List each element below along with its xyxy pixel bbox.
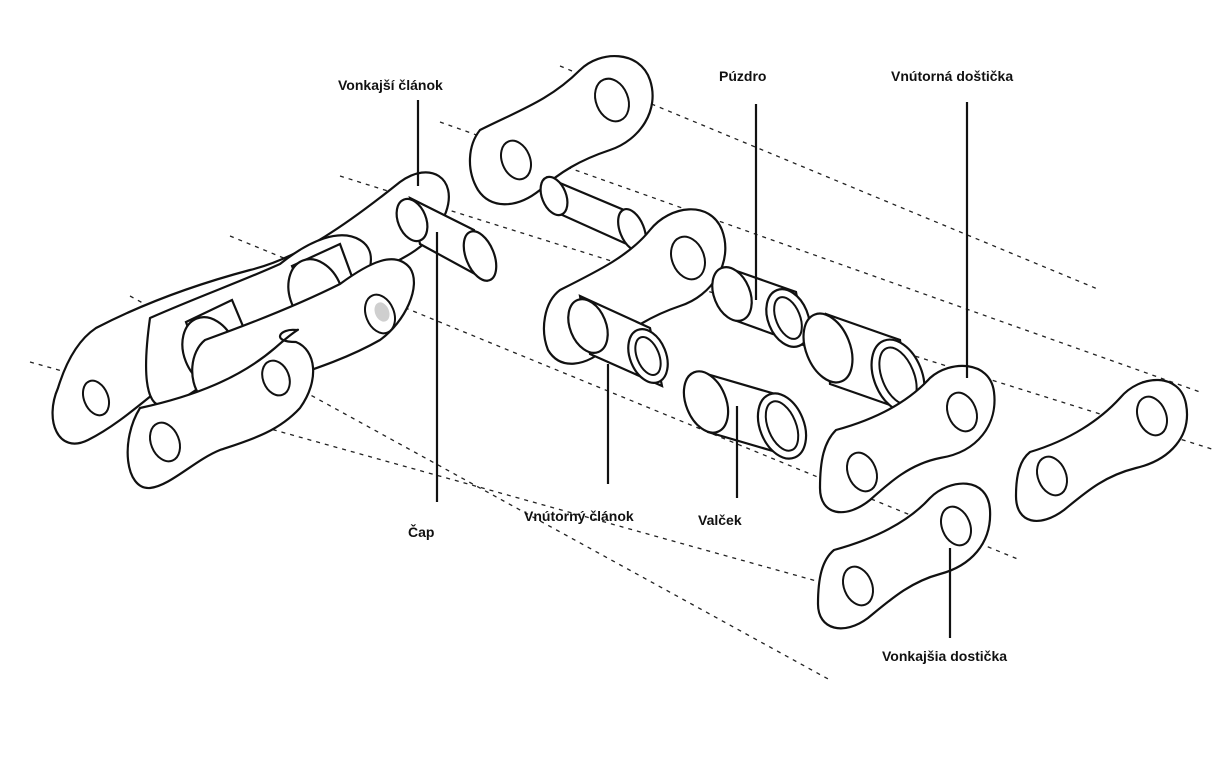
inner-link-group [542, 208, 727, 388]
outer-plate-group [816, 482, 992, 630]
inner-plate-group [818, 364, 996, 514]
pin-end-front-left [149, 421, 181, 463]
label-outer-link: Vonkajší článok [338, 77, 443, 93]
roller-group [682, 370, 808, 460]
leader-lines [416, 100, 969, 638]
bushing-group [711, 266, 811, 348]
label-roller: Valček [698, 512, 742, 528]
hole-back-left [81, 379, 111, 417]
label-pin: Čap [408, 524, 435, 540]
top-outer-plate [468, 55, 654, 206]
far-right-plate-group [1014, 378, 1189, 523]
far-right-plate [1014, 378, 1189, 523]
label-inner-plate: Vnútorná doštička [891, 68, 1014, 84]
assembled-chain [51, 171, 498, 490]
top-outer-plate-group [468, 55, 654, 253]
label-bushing: Púzdro [719, 68, 767, 84]
pin-end-front-right [261, 359, 291, 397]
label-inner-link: Vnútorný článok [524, 508, 634, 524]
label-outer-plate: Vonkajšia dostička [882, 648, 1008, 664]
